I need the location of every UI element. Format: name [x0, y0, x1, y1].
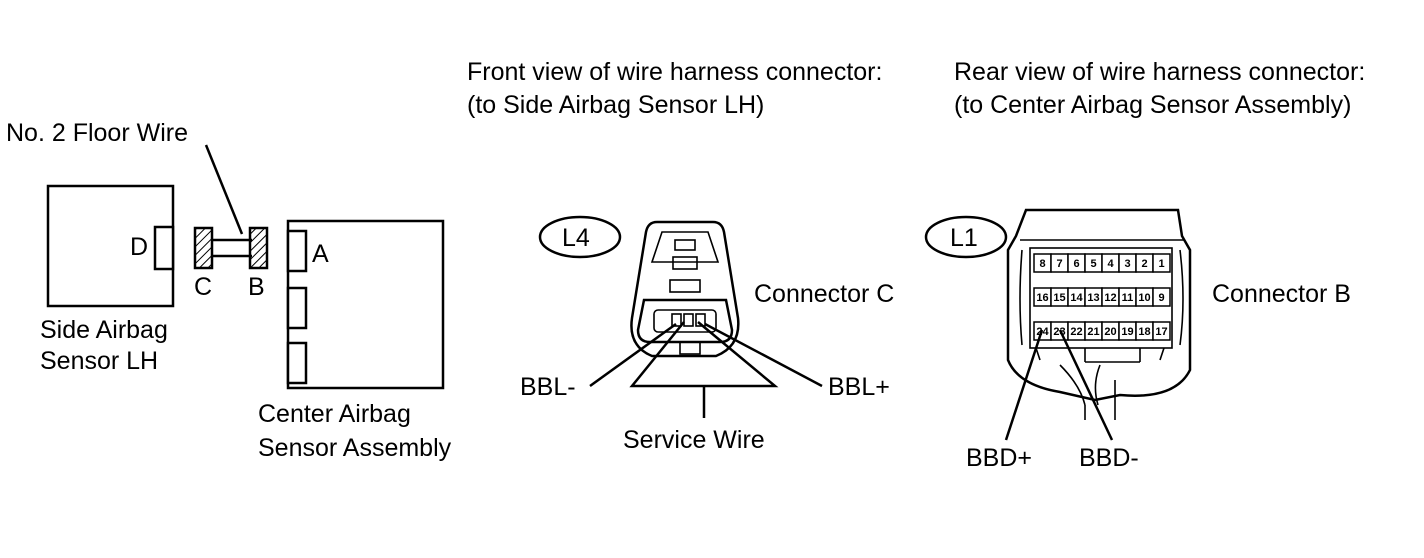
pin-cell-1: [1152, 253, 1171, 273]
rear-view-section: Rear view of wire harness connector: (to…: [924, 58, 1365, 472]
bbl-minus-leader: [589, 322, 677, 388]
center-sensor-label-line1: Center Airbag: [258, 400, 411, 428]
front-view-title-line1: Front view of wire harness connector:: [467, 58, 882, 86]
pin-label-10: 10: [1138, 292, 1150, 304]
pin-cell-9: [1152, 287, 1171, 307]
bbl-minus-label: BBL-: [520, 373, 576, 401]
connector-c-name: Connector C: [754, 280, 894, 308]
connector-c-face: [636, 298, 734, 344]
center-sensor-socket-3: [286, 341, 308, 385]
connector-a-socket: [286, 229, 308, 273]
center-sensor-label-line2: Sensor Assembly: [258, 434, 452, 462]
connector-d-socket: [153, 225, 175, 271]
connector-c-latch-slot: [674, 239, 696, 251]
side-airbag-sensor-box: [46, 184, 175, 308]
pin-cell-17: [1152, 321, 1171, 341]
front-view-title-line2: (to Side Airbag Sensor LH): [467, 91, 764, 119]
pin-label-16: 16: [1036, 292, 1048, 304]
connector-c-upper-window: [672, 256, 698, 270]
pin-label-21: 21: [1087, 326, 1099, 338]
pin-label-13: 13: [1087, 292, 1099, 304]
connector-b-plug: [248, 226, 269, 270]
connector-b-foot-right: [1159, 347, 1165, 361]
center-airbag-sensor-box: [286, 219, 445, 390]
center-sensor-socket-2: [286, 286, 308, 330]
front-view-section: Front view of wire harness connector: (t…: [467, 58, 894, 454]
rear-view-title-line1: Rear view of wire harness connector:: [954, 58, 1365, 86]
bbd-minus-label: BBD-: [1079, 444, 1139, 472]
connector-b-label: B: [248, 273, 265, 301]
pin-label-18: 18: [1138, 326, 1150, 338]
connector-c-plug: [193, 226, 214, 270]
service-wire-label: Service Wire: [623, 426, 765, 454]
connector-c-lower-window: [669, 279, 701, 293]
pin-label-19: 19: [1121, 326, 1133, 338]
l1-code-oval: [924, 215, 1008, 259]
bbd-plus-label: BBD+: [966, 444, 1032, 472]
side-sensor-label-line2: Sensor LH: [40, 347, 158, 375]
connector-c-pin-1: [671, 313, 682, 327]
pin-label-22: 22: [1070, 326, 1082, 338]
pin-label-7: 7: [1056, 258, 1062, 270]
pin-label-17: 17: [1155, 326, 1167, 338]
pin-label-9: 9: [1158, 292, 1164, 304]
pin-label-8: 8: [1039, 258, 1045, 270]
bbd-minus-leader: [1058, 329, 1114, 441]
connector-d-label: D: [130, 233, 148, 261]
connector-c-latch: [650, 231, 720, 263]
floor-wire-label: No. 2 Floor Wire: [6, 119, 188, 147]
pin-label-24: 24: [1036, 326, 1049, 338]
bbd-plus-leader: [1004, 329, 1044, 441]
pin-label-14: 14: [1070, 292, 1083, 304]
bbl-plus-leader: [704, 322, 823, 388]
connector-b-body: [1006, 208, 1192, 402]
pin-label-3: 3: [1124, 258, 1130, 270]
connector-c-bottom-tab: [679, 341, 701, 355]
connector-c-pin-3: [695, 313, 706, 327]
connector-b-name: Connector B: [1212, 280, 1351, 308]
connector-b-wire-1: [1059, 364, 1086, 406]
bbl-plus-label: BBL+: [828, 373, 890, 401]
connector-b-left-rim: [1019, 249, 1023, 346]
side-sensor-label-line1: Side Airbag: [40, 316, 168, 344]
connector-b-wire-2: [1094, 364, 1101, 406]
pin-label-11: 11: [1122, 292, 1134, 304]
pin-label-6: 6: [1073, 258, 1079, 270]
l4-code-label: L4: [562, 224, 590, 252]
pin-label-4: 4: [1107, 258, 1114, 270]
connector-a-label: A: [312, 240, 329, 268]
l1-code-label: L1: [950, 224, 978, 252]
connector-b-right-rim: [1179, 249, 1184, 346]
pin-label-2: 2: [1141, 258, 1147, 270]
pin-label-1: 1: [1158, 258, 1164, 270]
connector-c-pin-2: [683, 313, 694, 327]
floor-wire-leader: [204, 144, 244, 235]
pin-label-5: 5: [1090, 258, 1096, 270]
connector-c-pin-housing: [653, 309, 717, 333]
connector-b-face: [1029, 247, 1173, 349]
l4-code-oval: [538, 215, 622, 259]
connector-c-label: C: [194, 273, 212, 301]
rear-view-title-line2: (to Center Airbag Sensor Assembly): [954, 91, 1351, 119]
pin-label-20: 20: [1104, 326, 1116, 338]
connector-c-body: [630, 220, 740, 358]
pin-label-15: 15: [1053, 292, 1065, 304]
left-layout: No. 2 Floor Wire D Side Airbag Sensor LH…: [6, 119, 452, 462]
pin-label-12: 12: [1104, 292, 1116, 304]
